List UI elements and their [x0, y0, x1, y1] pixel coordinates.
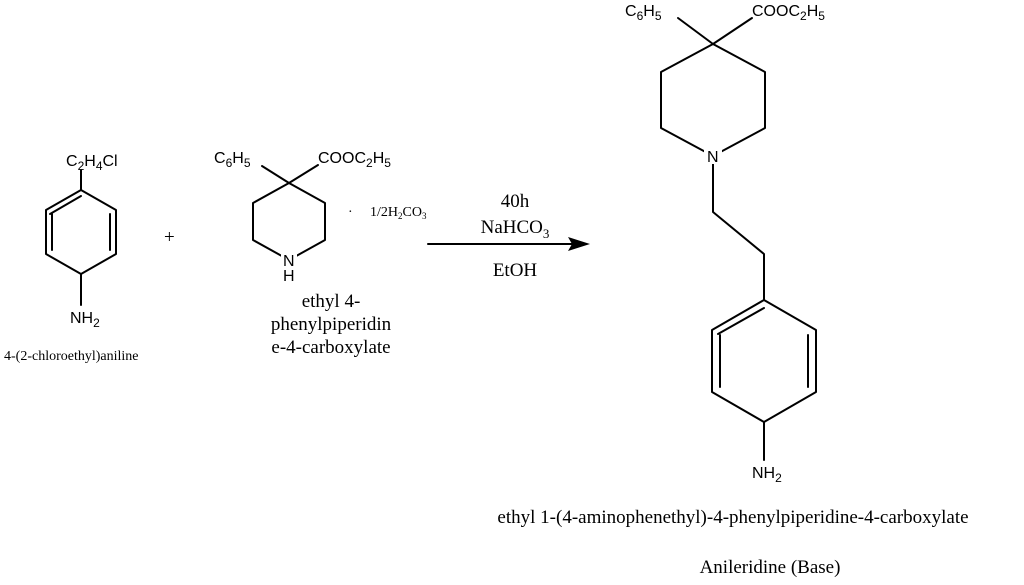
chloroethyl-label: C2H4Cl	[66, 153, 118, 173]
aromatic-double-bond	[717, 307, 765, 335]
product-amine-label: NH2	[752, 465, 782, 485]
product-structure	[660, 17, 817, 461]
ester-label: COOC2H5	[318, 150, 391, 170]
nh-hydrogen-label: H	[283, 268, 295, 285]
benzene-ring	[45, 189, 117, 275]
reaction-base: NaHCO3	[481, 217, 550, 241]
product-benzene-ring	[711, 299, 817, 423]
product-nitrogen-label: N	[707, 149, 719, 166]
reactant-2-structure	[252, 164, 326, 261]
reactant-1-name: 4-(2-chloroethyl)aniline	[4, 349, 139, 364]
product-piperidine-ring	[660, 43, 766, 157]
reaction-solvent: EtOH	[493, 260, 538, 281]
amine-label: NH2	[70, 310, 100, 330]
reaction-time: 40h	[501, 191, 530, 212]
reaction-arrow	[427, 237, 590, 251]
piperidine-ring	[252, 182, 326, 261]
bond-to-phenyl	[261, 165, 290, 184]
product-ester-label: COOC2H5	[752, 3, 825, 23]
bond-to-ester	[288, 164, 319, 184]
reactant-2-name-line-3: e-4-carboxylate	[271, 337, 390, 358]
product-common-name: Anileridine (Base)	[700, 557, 841, 578]
product-n-label-mask	[704, 148, 722, 164]
plus-sign: +	[164, 227, 175, 248]
aromatic-double-bond	[49, 195, 82, 215]
product-bond-to-ester	[712, 17, 753, 45]
phenyl-label: C6H5	[214, 150, 251, 170]
reactant-1-structure	[45, 169, 117, 306]
reactant-2-name-line-2: phenylpiperidin	[271, 314, 392, 335]
ring-nitrogen-label: N	[283, 253, 295, 270]
carbonic-acid-label: 1/2H2CO3	[370, 205, 427, 221]
reactant-2-name-line-1: ethyl 4-	[302, 291, 361, 312]
salt-dot: ·	[348, 205, 353, 220]
ethylene-linker	[712, 161, 765, 301]
product-name: ethyl 1-(4-aminophenethyl)-4-phenylpiper…	[497, 507, 968, 528]
product-bond-to-phenyl	[677, 17, 714, 45]
product-phenyl-label: C6H5	[625, 3, 662, 23]
n-label-mask	[281, 253, 297, 269]
